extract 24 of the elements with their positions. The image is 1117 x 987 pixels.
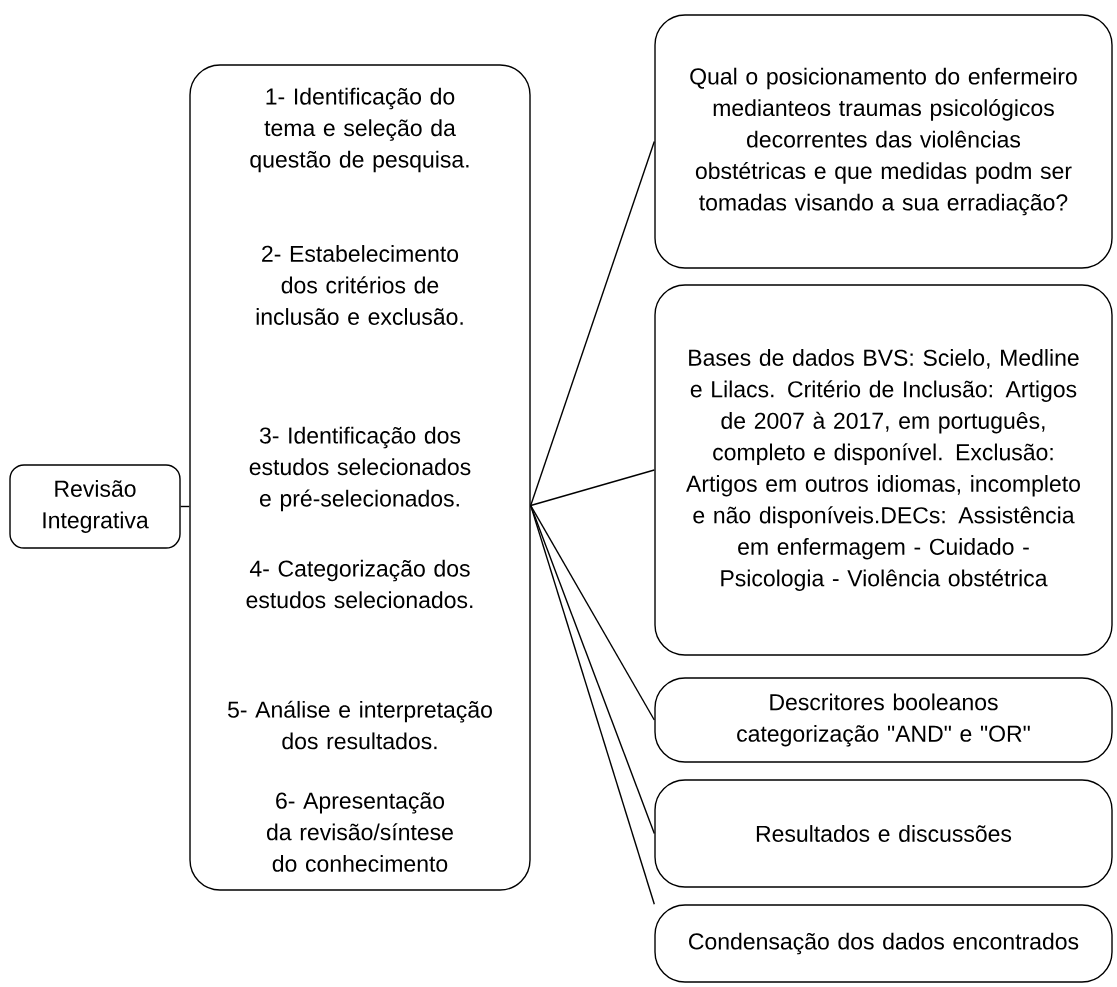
connector-line bbox=[530, 504, 655, 905]
connector-line bbox=[530, 140, 655, 507]
box-text: Resultados e discussões bbox=[756, 825, 1012, 842]
connector-line bbox=[180, 505, 190, 508]
question-box bbox=[654, 14, 1113, 269]
box-text: Condensação dos dados encontrados bbox=[689, 932, 1079, 955]
connector-line bbox=[530, 469, 655, 507]
box-text: Bases de dados BVS: Scielo, Medline e Lilacs. Critério de Inclusão: Artigos de 2007 à 2017, em português, completo e disponível. Exclusão: Artigos em outros idiomas, incompleto e não disponíveis.DECs: Assistência em enfermagem - Cuidado - Psicologia - Violência obstétrica bbox=[686, 349, 1080, 591]
box-text: Descritores booleanos categorização "AND" e "OR" bbox=[737, 693, 1030, 747]
step-text: 5- Análise e interpretação dos resultados. bbox=[227, 700, 492, 750]
summary-box bbox=[654, 904, 1113, 983]
box-text: Revisão Integrativa bbox=[43, 480, 149, 533]
criteria-box bbox=[654, 284, 1113, 656]
results-box bbox=[654, 779, 1113, 888]
descriptor-box bbox=[654, 677, 1113, 763]
step-text: 4- Categorização dos estudos selecionados. bbox=[246, 559, 473, 609]
step-text: 3- Identificação dos estudos selecionados e pré-selecionados. bbox=[249, 426, 471, 512]
step-text: 2- Estabelecimento dos critérios de inclusão e exclusão. bbox=[256, 245, 463, 325]
steps-box bbox=[189, 64, 531, 891]
step-text: 1- Identificação do tema e seleção da questão de pesquisa. bbox=[250, 87, 469, 173]
box-text: Qual o posicionamento do enfermeiro medianteos traumas psicológicos decorrentes das violências obstétricas e que medidas podm ser tomadas visando a sua erradiação? bbox=[690, 67, 1077, 216]
topic-box bbox=[9, 464, 181, 549]
connector-line bbox=[530, 504, 655, 721]
step-text: 6- Apresentação da revisão/síntese do conhecimento bbox=[267, 792, 453, 872]
